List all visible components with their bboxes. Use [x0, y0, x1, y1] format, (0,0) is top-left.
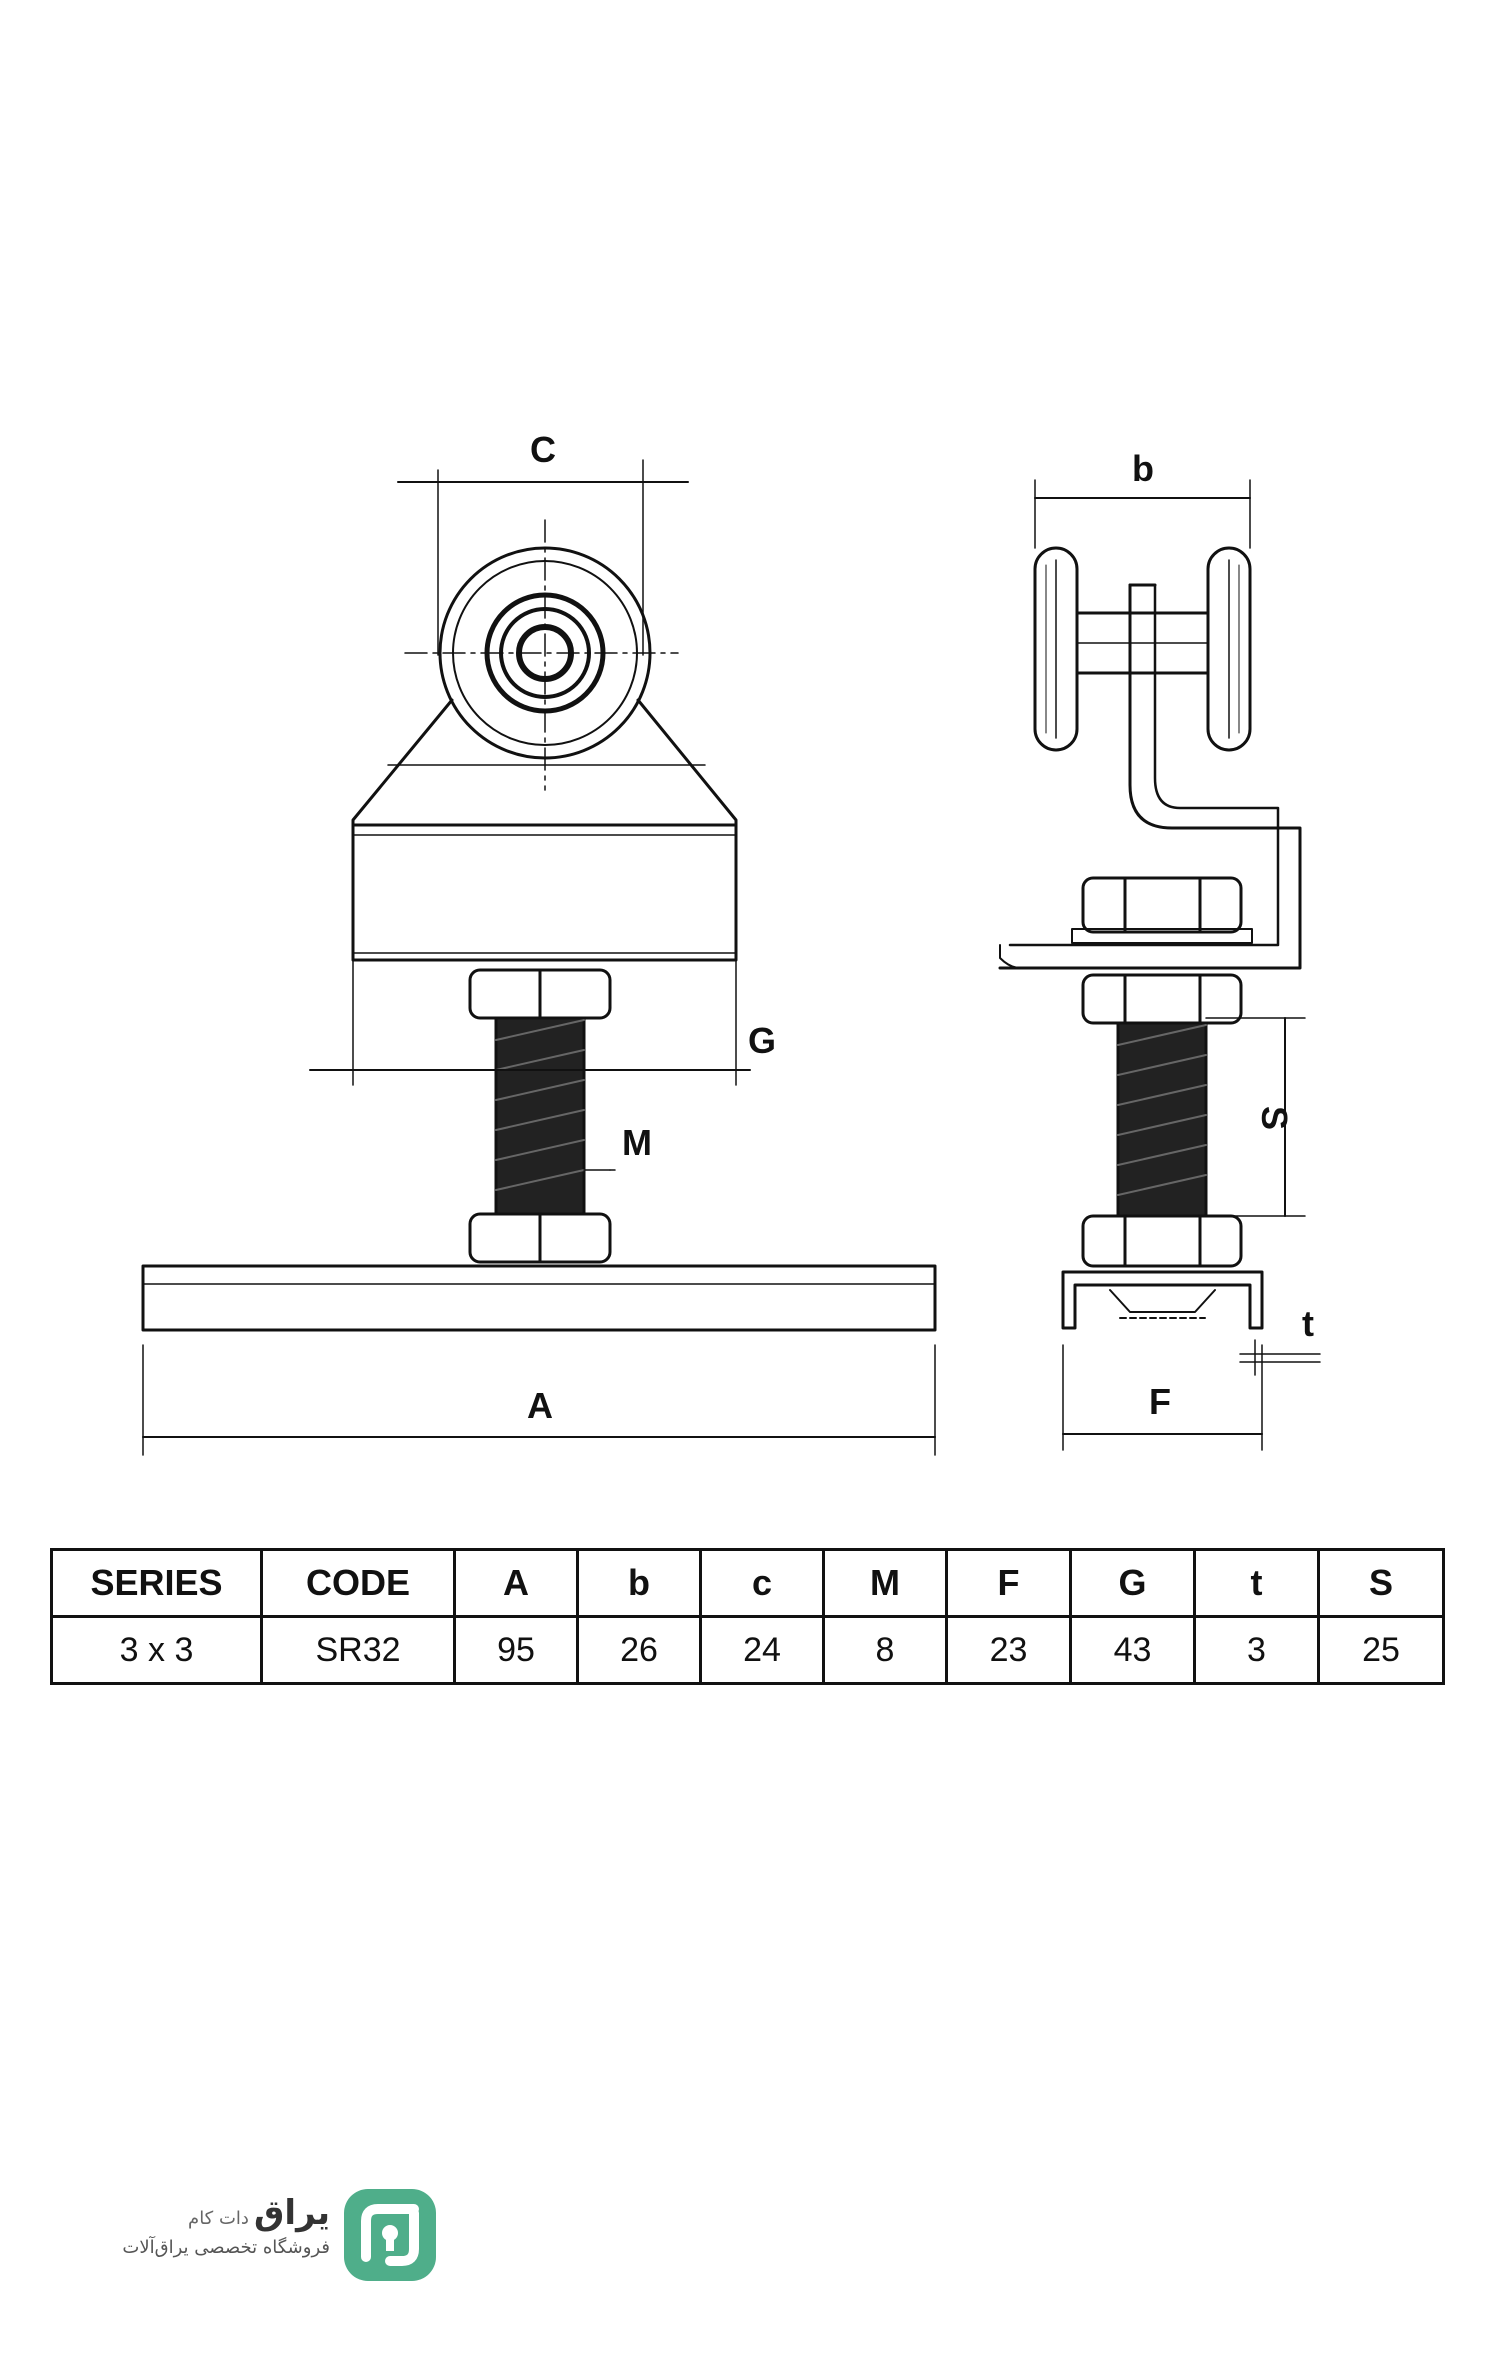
- header-g: G: [1069, 1548, 1196, 1618]
- cell-b: 26: [576, 1615, 702, 1685]
- header-f: F: [945, 1548, 1072, 1618]
- header-code: CODE: [260, 1548, 456, 1618]
- dim-label-b: b: [1132, 448, 1154, 489]
- header-t: t: [1193, 1548, 1320, 1618]
- dim-label-f: F: [1149, 1381, 1171, 1422]
- header-s: S: [1317, 1548, 1445, 1618]
- cell-t: 3: [1193, 1615, 1320, 1685]
- cell-series: 3 x 3: [50, 1615, 263, 1685]
- cell-c: 24: [699, 1615, 825, 1685]
- dim-label-g: G: [748, 1020, 776, 1061]
- side-hanger: [998, 583, 1302, 970]
- dim-label-s: S: [1254, 1106, 1295, 1130]
- header-b: b: [576, 1548, 702, 1618]
- brand-tagline: فروشگاه تخصصی یراق‌آلات: [122, 2237, 330, 2258]
- header-m: M: [822, 1548, 948, 1618]
- lock-icon: [344, 2189, 436, 2281]
- front-threaded-rod: [494, 1016, 586, 1216]
- cell-g: 43: [1069, 1615, 1196, 1685]
- cell-a: 95: [453, 1615, 579, 1685]
- header-c: c: [699, 1548, 825, 1618]
- cell-s: 25: [1317, 1615, 1445, 1685]
- front-base-plate: [141, 1264, 937, 1332]
- brand-text: یراق دات کام فروشگاه تخصصی یراق‌آلات: [100, 2193, 330, 2263]
- front-bracket: [351, 698, 738, 962]
- spec-table: SERIES CODE A b c M F G t S 3 x 3 SR32 9…: [50, 1548, 1445, 1685]
- side-view: [998, 479, 1321, 1451]
- brand-name: یراق: [254, 2193, 330, 2233]
- side-u-channel: [1061, 1270, 1264, 1330]
- dim-label-m: M: [622, 1122, 652, 1163]
- side-threaded-rod: [1116, 1021, 1208, 1218]
- header-a: A: [453, 1548, 579, 1618]
- front-view: [141, 459, 937, 1456]
- cell-code: SR32: [260, 1615, 456, 1685]
- dim-label-t: t: [1302, 1303, 1314, 1344]
- side-lower-nut: [1081, 1214, 1243, 1268]
- dim-label-c: C: [530, 429, 556, 470]
- dim-label-a: A: [527, 1385, 553, 1426]
- cell-m: 8: [822, 1615, 948, 1685]
- brand-suffix: دات کام: [188, 2208, 249, 2229]
- side-upper-nut: [1081, 973, 1243, 1025]
- brand-logo: یراق دات کام فروشگاه تخصصی یراق‌آلات: [100, 2185, 440, 2285]
- spec-table-header-row: SERIES CODE A b c M F G t S: [50, 1548, 1445, 1618]
- cell-f: 23: [945, 1615, 1072, 1685]
- table-row: 3 x 3 SR32 95 26 24 8 23 43 3 25: [50, 1615, 1445, 1685]
- side-top-nut: [1081, 876, 1243, 934]
- header-series: SERIES: [50, 1548, 263, 1618]
